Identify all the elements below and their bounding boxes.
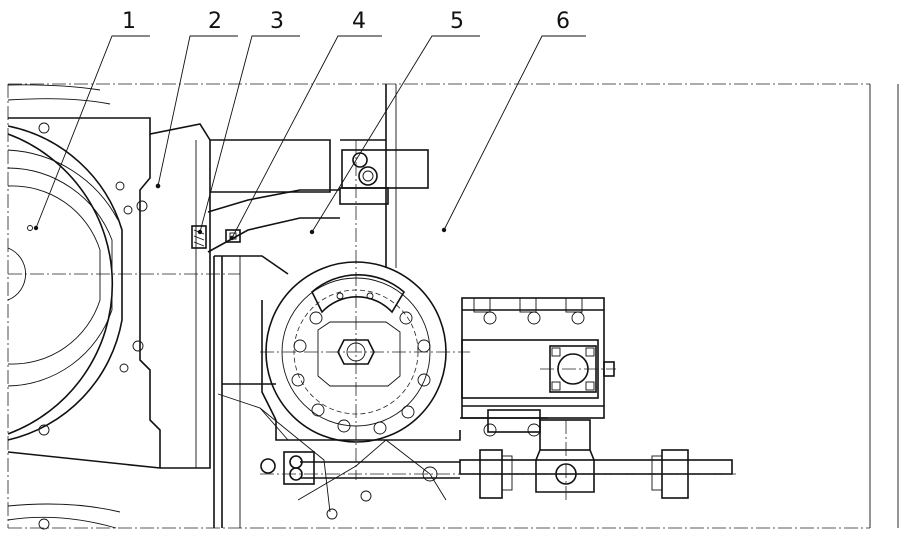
callout-1: 1	[122, 9, 136, 34]
housing-body	[8, 118, 330, 468]
rotary-disk-assembly	[218, 84, 470, 480]
leader-dot-1	[34, 226, 38, 230]
callout-3: 3	[270, 9, 284, 34]
leader-dot-5	[310, 230, 314, 234]
linkage-arm	[260, 408, 736, 519]
callout-5: 5	[450, 9, 464, 34]
callout-6: 6	[556, 9, 570, 34]
actuator-assembly	[460, 298, 616, 436]
leader-dot-6	[442, 228, 446, 232]
leader-dot-2	[156, 184, 160, 188]
callout-2: 2	[208, 9, 222, 34]
callout-4: 4	[352, 9, 366, 34]
leader-dot-4	[230, 236, 234, 240]
leader-dot-3	[198, 230, 202, 234]
leader-lines	[34, 36, 586, 240]
